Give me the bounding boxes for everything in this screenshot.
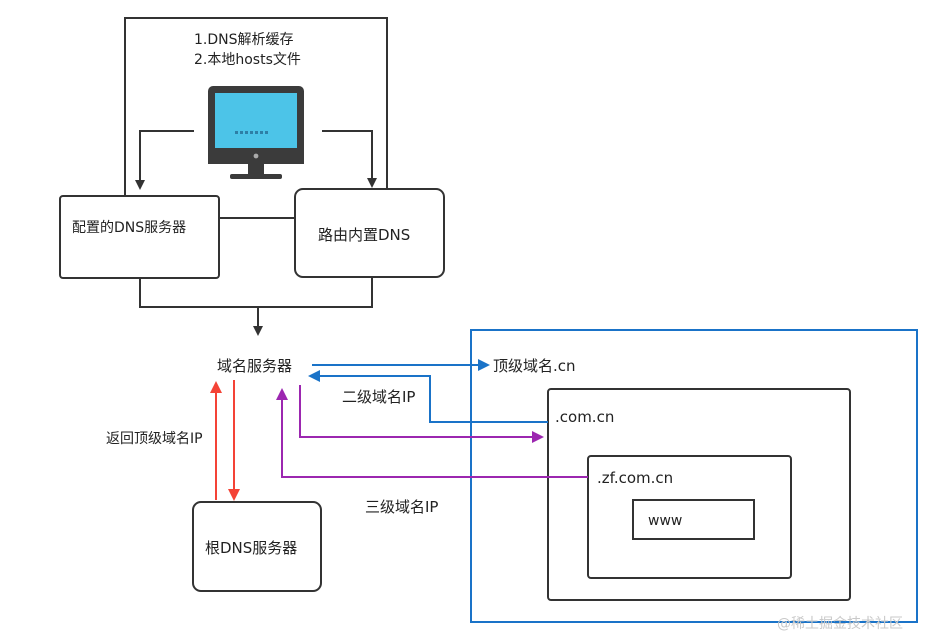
configured-dns-label: 配置的DNS服务器 (72, 220, 187, 236)
merge-line (139, 277, 373, 308)
root-dns-box (192, 501, 322, 592)
return-tld-ip-label: 返回顶级域名IP (106, 431, 203, 447)
tld-cn-label: 顶级域名.cn (493, 357, 576, 375)
purple-arrow-to-com-cn (299, 385, 544, 443)
www-label: www (648, 513, 683, 529)
third-level-ip-label: 三级域名IP (365, 498, 439, 516)
arrow-monitor-to-router-dns (322, 130, 377, 188)
root-dns-label: 根DNS服务器 (205, 539, 298, 557)
top-note-line2: 2.本地hosts文件 (194, 52, 301, 68)
arrow-monitor-to-configured-dns (135, 130, 194, 190)
www-box (632, 499, 755, 540)
zf-com-cn-label: .zf.com.cn (597, 469, 674, 487)
domain-server-label: 域名服务器 (217, 357, 293, 375)
computer-monitor-icon (208, 86, 304, 179)
second-level-ip-label: 二级域名IP (342, 388, 416, 406)
router-dns-box (294, 188, 445, 278)
router-dns-label: 路由内置DNS (318, 226, 411, 244)
top-loop-line (124, 17, 388, 195)
purple-arrow-third-level-ip (276, 388, 588, 478)
blue-arrow-second-level-ip (308, 370, 548, 423)
com-cn-label: .com.cn (555, 408, 615, 426)
top-note-line1: 1.DNS解析缓存 (194, 32, 294, 48)
watermark-text: @稀土掘金技术社区 (777, 616, 903, 632)
